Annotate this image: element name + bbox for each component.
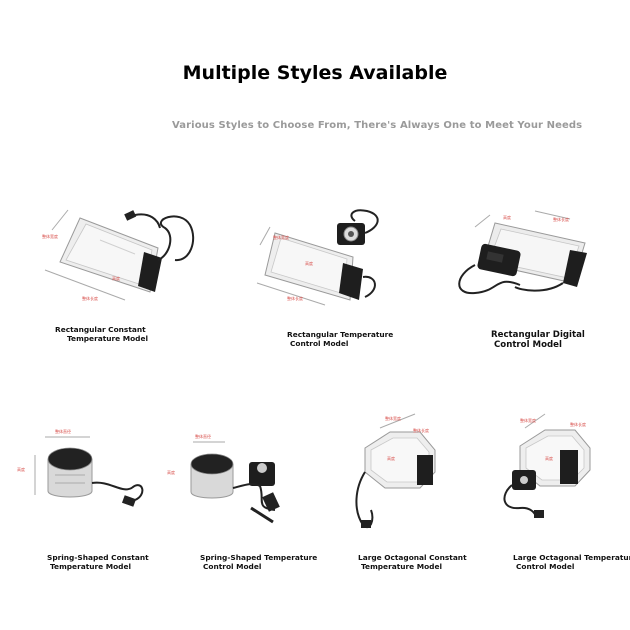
spring-shaped-temperature-control-warmer-image: 整体直径 高度 — [165, 430, 305, 525]
large-octagonal-constant-warmer-image: 整体宽度 整体长度 高度 — [335, 410, 465, 540]
svg-text:高度: 高度 — [17, 466, 25, 472]
svg-text:整体长度: 整体长度 — [287, 295, 303, 301]
svg-text:高度: 高度 — [167, 469, 175, 475]
svg-text:整体长度: 整体长度 — [553, 216, 569, 222]
svg-text:整体宽度: 整体宽度 — [42, 233, 58, 239]
rectangular-temperature-control-warmer-image: 整体宽度 整体长度 高度 — [255, 205, 395, 310]
svg-text:整体长度: 整体长度 — [413, 427, 429, 433]
large-octagonal-temperature-control-warmer-image: 整体宽度 整体长度 高度 — [490, 410, 610, 540]
svg-text:整体长度: 整体长度 — [570, 421, 586, 427]
svg-text:整体宽度: 整体宽度 — [273, 234, 289, 240]
svg-text:高度: 高度 — [305, 260, 313, 266]
svg-text:整体长度: 整体长度 — [82, 295, 98, 301]
rectangular-constant-warmer-image: 整体宽度 整体长度 高度 — [40, 200, 210, 310]
page-title: Multiple Styles Available — [182, 62, 448, 84]
svg-text:整体宽度: 整体宽度 — [385, 415, 401, 421]
page-subtitle: Various Styles to Choose From, There's A… — [172, 120, 583, 131]
svg-text:整体直径: 整体直径 — [195, 433, 211, 439]
spring-shaped-constant-warmer-image: 整体直径 高度 — [15, 425, 155, 520]
svg-text:高度: 高度 — [503, 214, 511, 220]
svg-text:高度: 高度 — [112, 275, 120, 281]
svg-text:高度: 高度 — [387, 455, 395, 461]
svg-text:整体宽度: 整体宽度 — [520, 417, 536, 423]
svg-text:高度: 高度 — [545, 455, 553, 461]
rectangular-digital-control-warmer-image: 整体长度 高度 — [445, 205, 605, 310]
svg-text:整体直径: 整体直径 — [55, 428, 71, 434]
